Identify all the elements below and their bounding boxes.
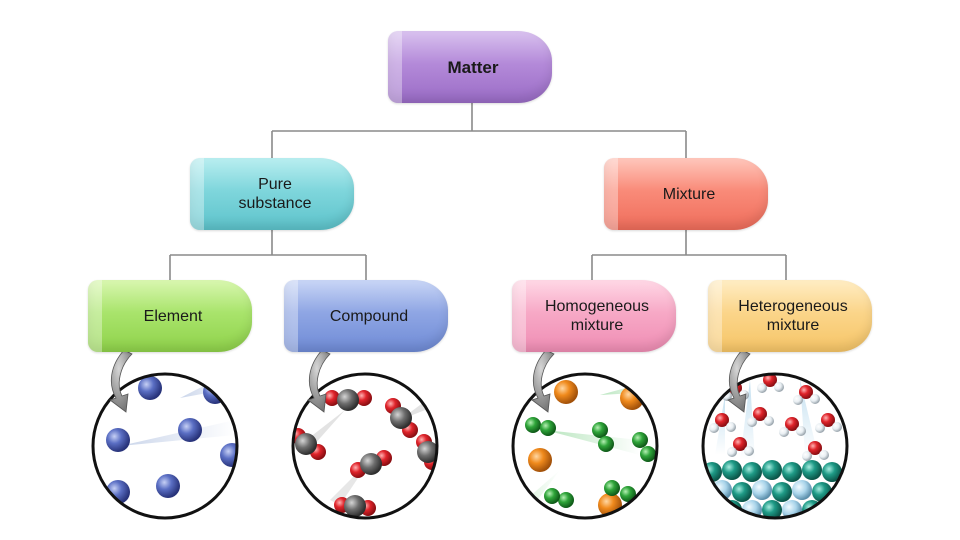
node-compound: Compound [284,280,448,352]
heterogeneous-arrow-icon [727,349,751,413]
node-heterogeneous-mixture: Heterogeneous mixture [708,280,872,352]
node-pure-substance: Pure substance [190,158,354,230]
compound-illustration [291,372,439,520]
node-homogeneous-mixture: Homogeneous mixture [512,280,676,352]
connector-lines [169,103,787,280]
node-mixture: Mixture [604,158,768,230]
homogeneous-arrow-icon [531,349,555,413]
node-element: Element [88,280,252,352]
node-mixture-label: Mixture [662,185,716,203]
node-element-label: Element [143,307,203,325]
node-matter-label: Matter [447,57,499,77]
node-compound-label: Compound [329,307,409,325]
compound-arrow-icon [307,349,331,413]
element-illustration [91,372,239,520]
node-heterogeneous-mixture-label: Heterogeneous mixture [738,298,848,334]
heterogeneous-illustration [701,372,849,520]
node-pure-substance-label: Pure substance [238,176,312,212]
node-matter: Matter [388,31,552,103]
node-homogeneous-mixture-label: Homogeneous mixture [544,298,650,334]
homogeneous-illustration [511,372,659,520]
pointer-arrows [109,349,751,413]
element-arrow-icon [109,349,133,413]
